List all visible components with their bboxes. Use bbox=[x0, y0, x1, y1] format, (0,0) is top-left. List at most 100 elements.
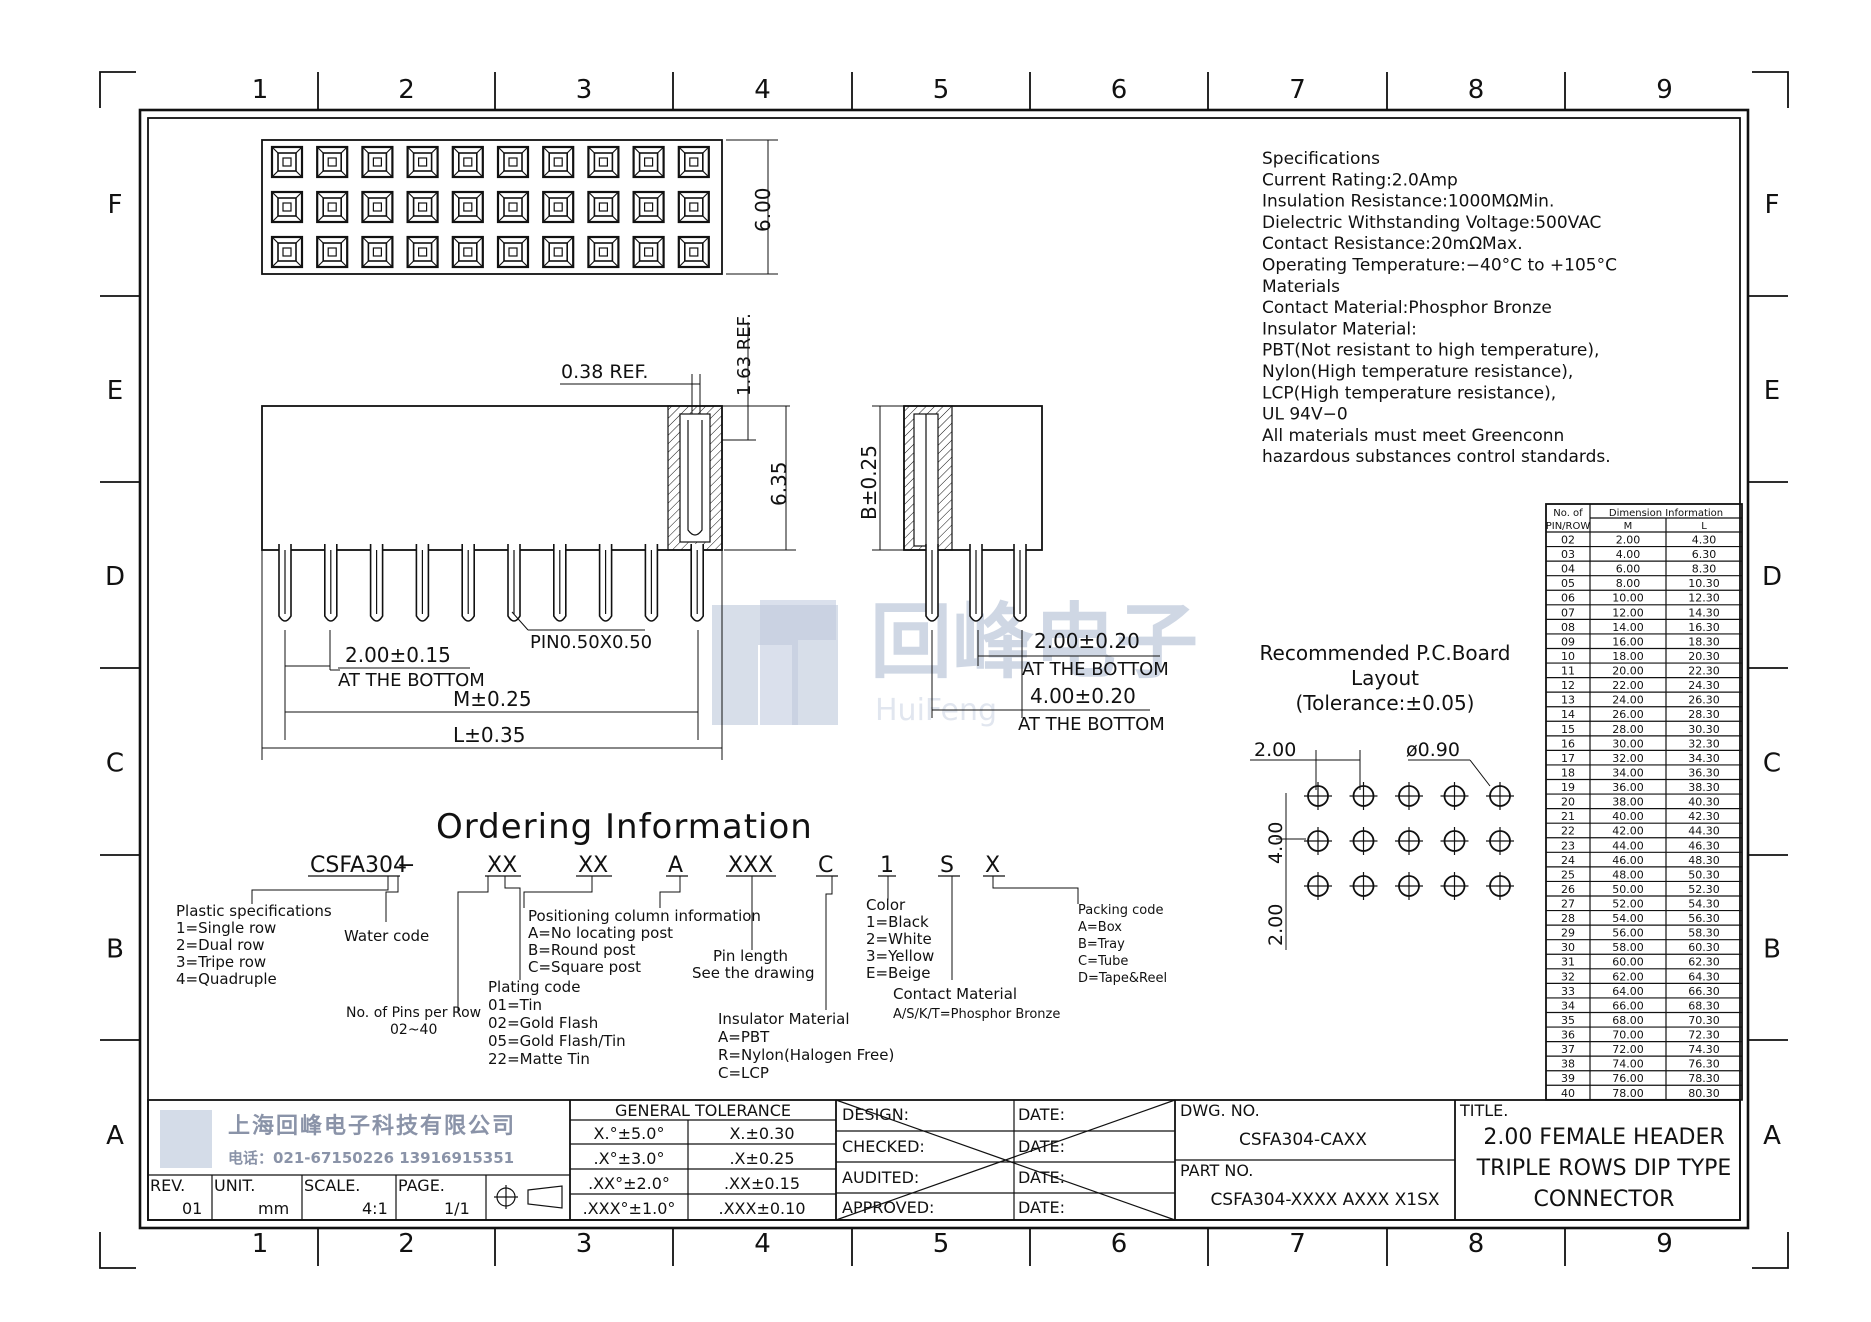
contact-cell bbox=[677, 235, 710, 269]
code-part: XXX bbox=[728, 853, 773, 878]
table-cell: 54.30 bbox=[1688, 898, 1720, 911]
page-value: 1/1 bbox=[444, 1199, 470, 1218]
table-cell: 72.30 bbox=[1688, 1029, 1720, 1042]
table-cell: 52.30 bbox=[1688, 883, 1720, 896]
table-cell: 56.00 bbox=[1612, 927, 1644, 940]
table-cell: 6.00 bbox=[1616, 563, 1641, 576]
checked-label: CHECKED: bbox=[842, 1137, 925, 1156]
table-cell: 18.30 bbox=[1688, 635, 1720, 648]
pcb-pitch-y: 4.00 bbox=[1265, 822, 1287, 864]
dim-side-pitch: 2.00±0.20 bbox=[1034, 629, 1140, 653]
dim-ref-163: 1.63 REF. bbox=[734, 313, 755, 396]
table-cell: 18 bbox=[1561, 766, 1575, 779]
table-cell: 20.00 bbox=[1612, 665, 1644, 678]
dim-side-span: 4.00±0.20 bbox=[1030, 684, 1136, 708]
table-cell: 74.00 bbox=[1612, 1058, 1644, 1071]
unit-value: mm bbox=[258, 1199, 289, 1218]
contact-cell bbox=[587, 190, 620, 224]
contact-cell bbox=[496, 235, 530, 269]
contact-cell bbox=[270, 235, 304, 269]
tolerance-linear: .XX±0.15 bbox=[724, 1174, 800, 1193]
unit-label: UNIT. bbox=[214, 1176, 255, 1195]
dim-side-pitch-note: AT THE BOTTOM bbox=[1022, 659, 1169, 680]
side-view-pins bbox=[925, 544, 1027, 622]
contact-cell bbox=[677, 145, 710, 179]
table-cell: 24.00 bbox=[1612, 694, 1644, 707]
table-cell: 8.30 bbox=[1692, 563, 1717, 576]
table-cell: 14 bbox=[1561, 708, 1575, 721]
contact-cell bbox=[496, 145, 530, 179]
table-cell: 02 bbox=[1561, 534, 1575, 547]
pcb-hole bbox=[1395, 872, 1423, 900]
table-cell: 30.30 bbox=[1688, 723, 1720, 736]
grid-col-top: 9 bbox=[1656, 75, 1673, 105]
table-cell: 19 bbox=[1561, 781, 1575, 794]
table-cell: 35 bbox=[1561, 1014, 1575, 1027]
contact-cell bbox=[361, 235, 394, 269]
grid-col-bottom: 5 bbox=[933, 1229, 950, 1259]
dim-l: L±0.35 bbox=[453, 723, 525, 747]
table-cell: 26.30 bbox=[1688, 694, 1720, 707]
audited-date-label: DATE: bbox=[1018, 1168, 1065, 1187]
dim-pitch: 2.00±0.15 bbox=[345, 643, 451, 667]
dim-height-635: 6.35 bbox=[767, 461, 791, 506]
grid-col-bottom: 4 bbox=[754, 1229, 771, 1259]
pcb-hole bbox=[1349, 782, 1378, 810]
grid-row-right: D bbox=[1762, 562, 1782, 592]
table-cell: 20.30 bbox=[1688, 650, 1720, 663]
tolerance-row: .X°±3.0°.X±0.25 bbox=[594, 1149, 795, 1168]
table-cell: 06 bbox=[1561, 592, 1575, 605]
table-cell: 21 bbox=[1561, 810, 1575, 823]
table-cell: 28 bbox=[1561, 912, 1575, 925]
grid-col-top: 8 bbox=[1468, 75, 1485, 105]
front-view: 0.38 REF. 1.63 REF. 6.35 2.00±0.15 AT TH… bbox=[261, 313, 796, 760]
table-cell: 27 bbox=[1561, 898, 1575, 911]
contact-cell bbox=[587, 145, 620, 179]
table-cell: 68.30 bbox=[1688, 999, 1720, 1012]
table-cell: 20 bbox=[1561, 796, 1575, 809]
ordering-leaders bbox=[251, 876, 1079, 1012]
watermark-cn: 回峰电子 bbox=[870, 595, 1198, 690]
contact-cell bbox=[632, 190, 665, 224]
table-cell: 10.30 bbox=[1688, 577, 1720, 590]
dim-side-span-note: AT THE BOTTOM bbox=[1018, 714, 1165, 735]
table-cell: 16 bbox=[1561, 737, 1575, 750]
grid-col-top: 6 bbox=[1111, 75, 1128, 105]
ordering-title: Ordering Information bbox=[436, 807, 813, 847]
pcb-hole bbox=[1440, 782, 1469, 810]
table-cell: 11 bbox=[1561, 665, 1575, 678]
scale-label: SCALE. bbox=[304, 1176, 360, 1195]
table-cell: 42.30 bbox=[1688, 810, 1720, 823]
table-cell: 78.30 bbox=[1688, 1072, 1720, 1085]
pcb-hole bbox=[1349, 827, 1378, 855]
pcb-pitch-y2: 2.00 bbox=[1265, 904, 1287, 946]
table-cell: 36.30 bbox=[1688, 766, 1720, 779]
table-cell: 14.00 bbox=[1612, 621, 1644, 634]
table-cell: 70.00 bbox=[1612, 1029, 1644, 1042]
grid-col-bottom: 7 bbox=[1289, 1229, 1306, 1259]
table-cell: 56.30 bbox=[1688, 912, 1720, 925]
grid-row-right: E bbox=[1764, 376, 1780, 406]
table-cell: 38.00 bbox=[1612, 796, 1644, 809]
table-cell: 14.30 bbox=[1688, 606, 1720, 619]
contact-cell bbox=[316, 145, 349, 179]
table-cell: 46.00 bbox=[1612, 854, 1644, 867]
table-cell: 52.00 bbox=[1612, 898, 1644, 911]
contact-cell bbox=[406, 235, 439, 269]
contact-cell bbox=[542, 145, 575, 179]
table-cell: 25 bbox=[1561, 868, 1575, 881]
title-block: 上海回峰电子科技有限公司 电话：021-67150226 13916915351… bbox=[147, 1099, 1741, 1221]
part-label: PART NO. bbox=[1180, 1161, 1253, 1180]
